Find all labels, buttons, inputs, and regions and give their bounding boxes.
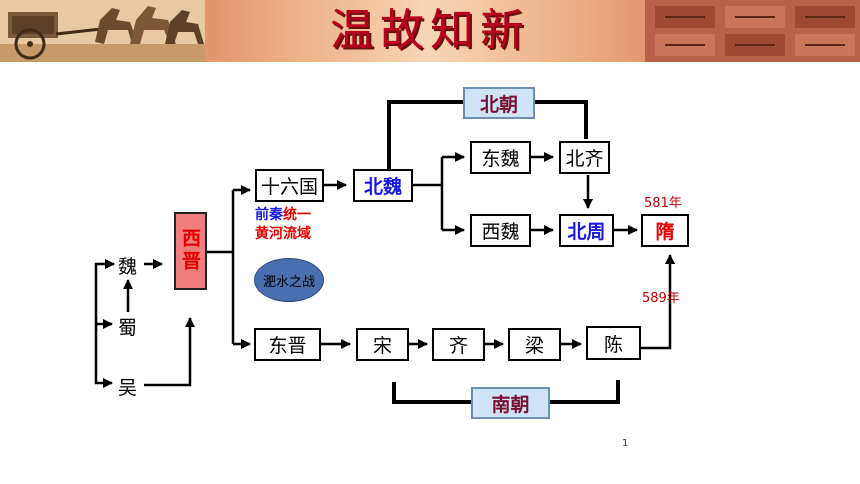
node-xiwei: 西魏	[470, 214, 531, 247]
note-qianqin-part2: 统一	[283, 207, 311, 223]
note-year-581: 581年	[644, 196, 682, 211]
note-feishui: 淝水之战	[262, 274, 315, 290]
node-song: 宋	[356, 328, 409, 361]
note-year-589: 589年	[642, 291, 680, 306]
node-wei: 魏	[118, 256, 138, 278]
group-label-south: 南朝	[471, 387, 550, 419]
title-banner: 温故知新	[0, 0, 860, 62]
note-qianqin-part1: 前秦	[255, 207, 283, 223]
node-chen: 陈	[586, 326, 641, 360]
node-liang: 梁	[508, 328, 561, 361]
note-qianqin: 前秦统一 黄河流域	[255, 206, 311, 244]
node-qi: 齐	[432, 328, 485, 361]
decorative-pattern-image	[645, 0, 860, 62]
node-dongwei: 东魏	[470, 141, 531, 174]
node-sui: 隋	[641, 214, 689, 247]
node-xijin-label: 西晋	[179, 228, 201, 274]
group-label-north: 北朝	[463, 87, 535, 119]
node-beizhou: 北周	[559, 214, 614, 247]
node-shu: 蜀	[118, 317, 138, 339]
chariot-horses-image	[0, 0, 205, 62]
page-number: 1	[622, 438, 629, 449]
node-beiwei: 北魏	[353, 169, 413, 202]
note-feishui-ellipse: 淝水之战	[254, 258, 324, 302]
note-qianqin-part3: 黄河流域	[255, 226, 311, 242]
node-dongjin: 东晋	[254, 328, 321, 361]
page-title: 温故知新	[330, 5, 530, 56]
node-beiqi: 北齐	[559, 141, 610, 174]
node-xijin: 西晋	[174, 212, 207, 290]
node-shiliuguo: 十六国	[255, 169, 324, 202]
node-wu: 吴	[118, 377, 138, 399]
